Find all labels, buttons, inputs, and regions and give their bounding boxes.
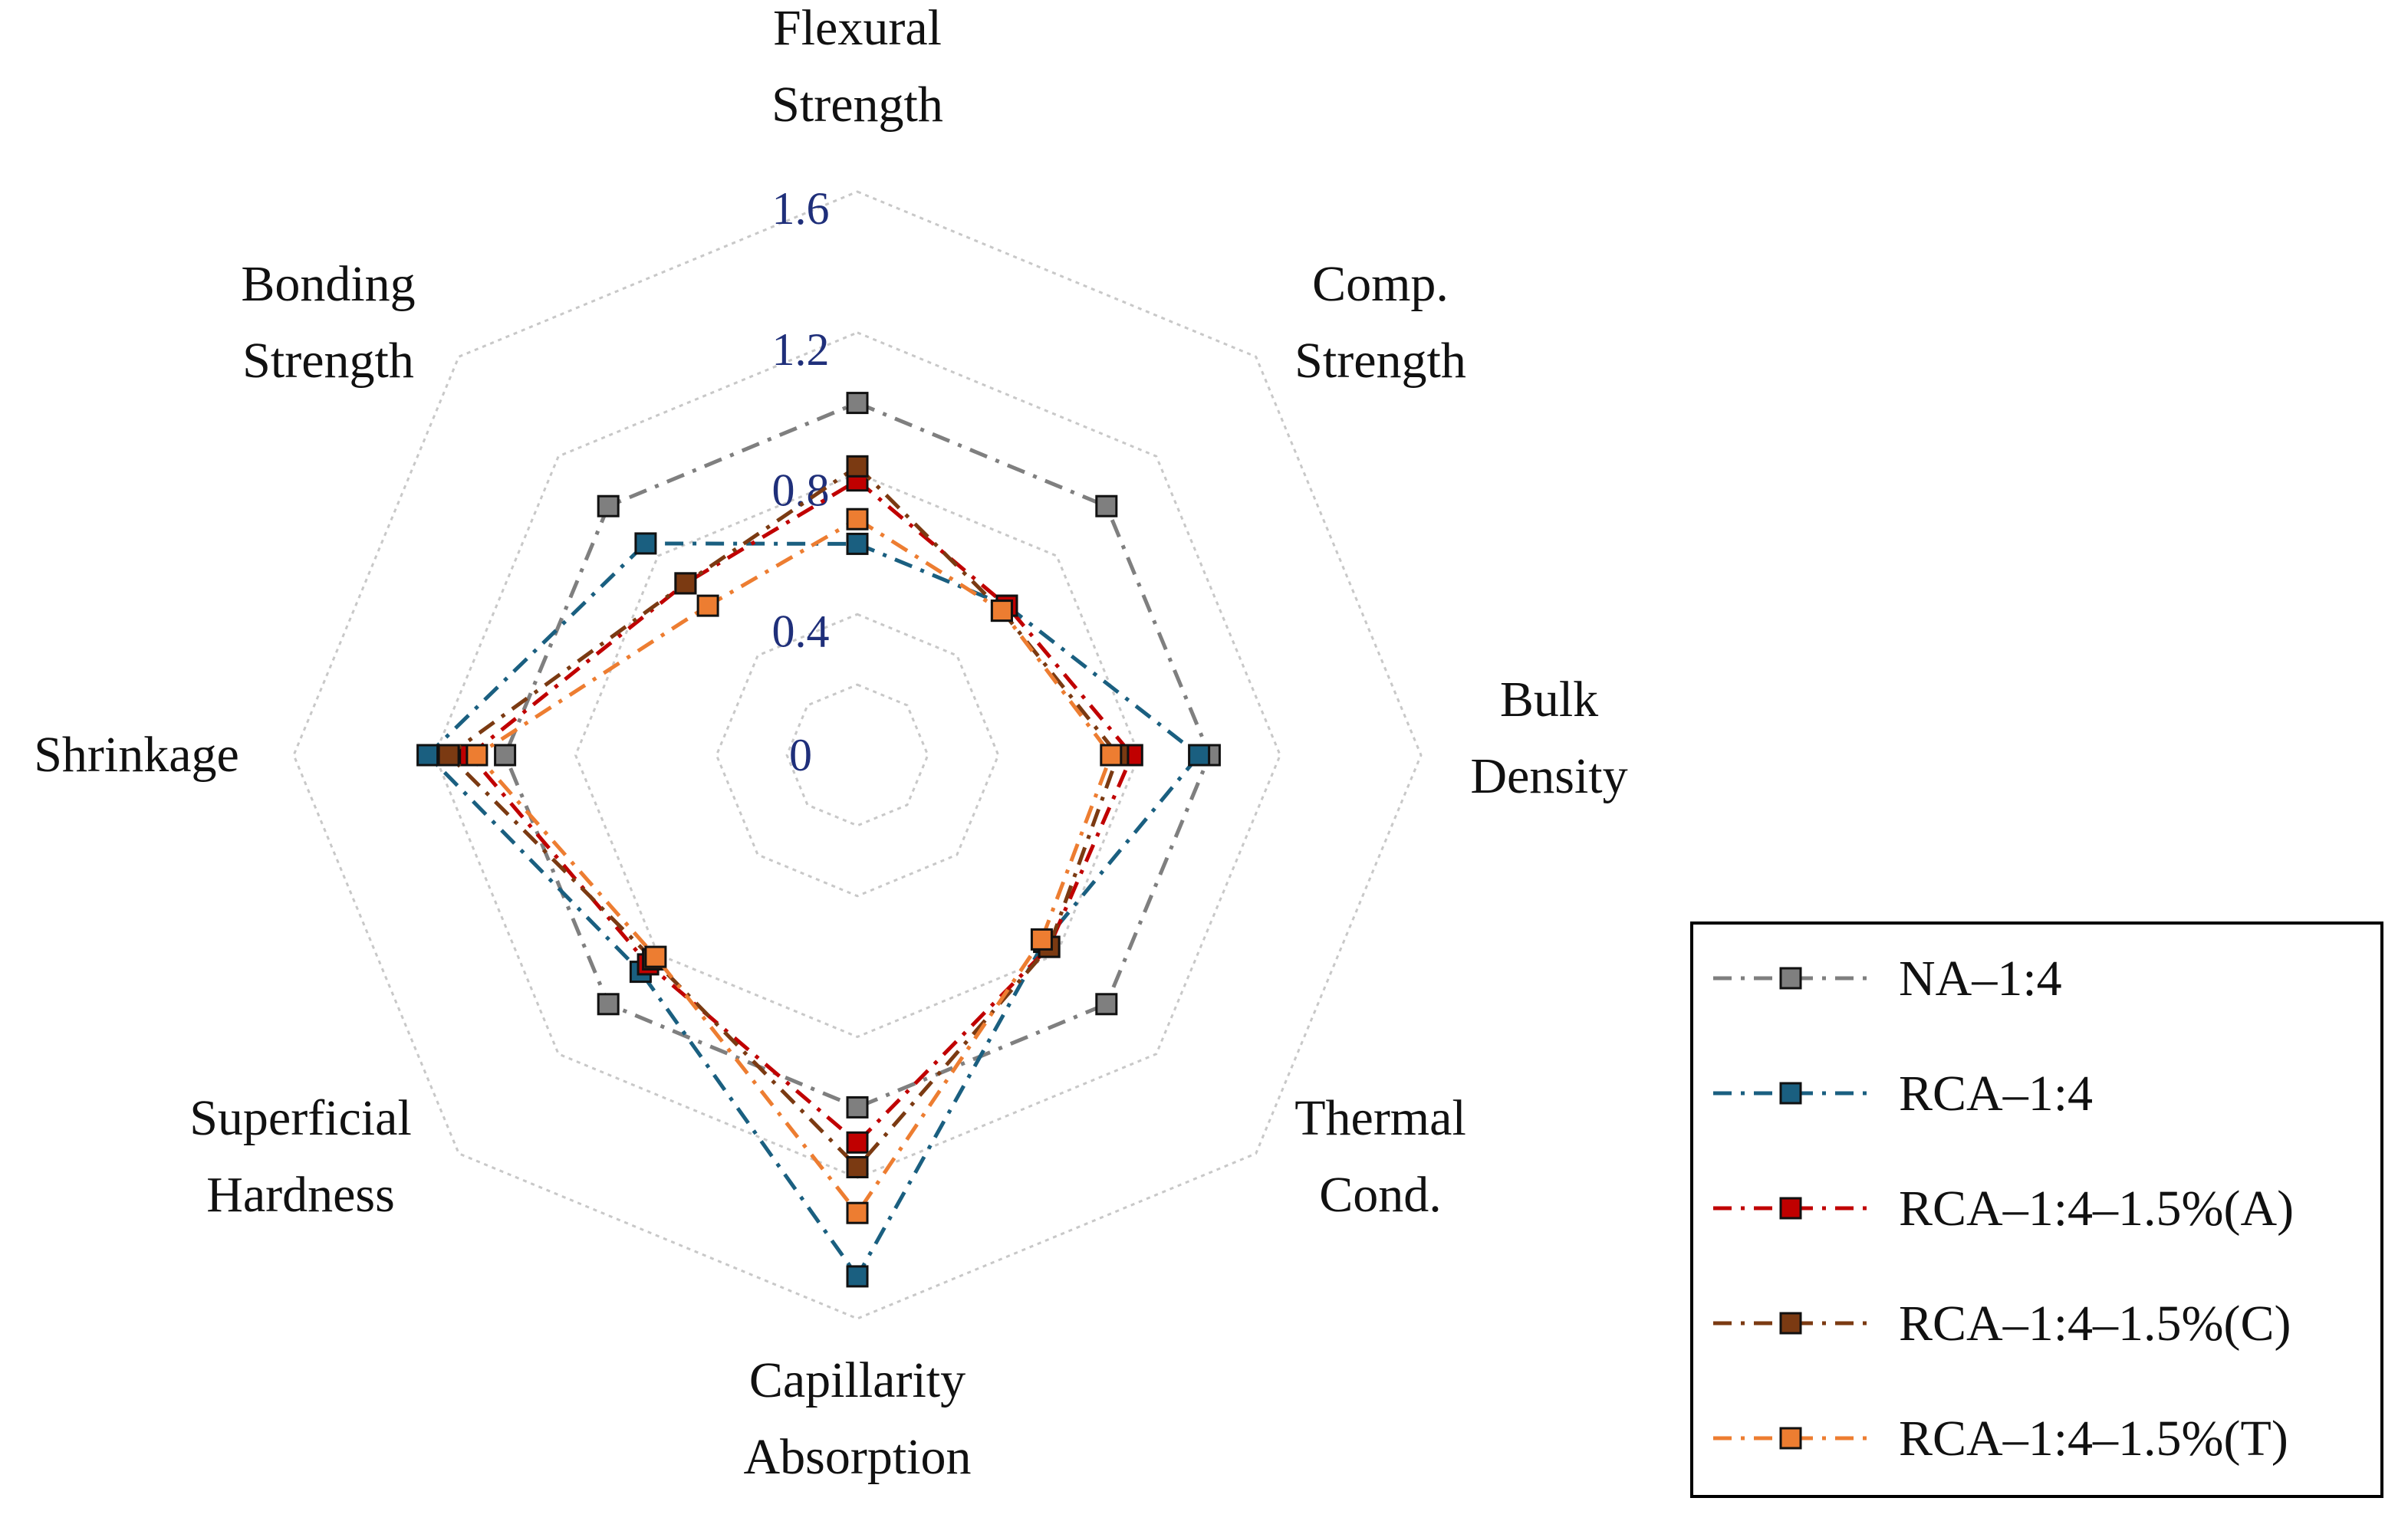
series-0-point-4: [846, 1096, 869, 1119]
grid-ring-1: [715, 613, 1000, 898]
axis-label-1-line-0: Comp.: [1312, 256, 1449, 312]
legend-label-0: NA–1:4: [1899, 951, 2062, 1007]
axis-label-1-line-1: Strength: [1294, 333, 1466, 389]
series-0-point-5: [597, 993, 620, 1016]
tick-label-4: 1.6: [772, 183, 830, 234]
series-4-point-2: [1100, 744, 1123, 767]
series-2-point-4: [846, 1131, 869, 1154]
series-4-point-0: [846, 508, 869, 531]
series-3-point-7: [674, 572, 697, 595]
legend-label-1: RCA–1:4: [1899, 1066, 2093, 1122]
series-4-point-6: [465, 744, 489, 767]
legend-marker-0: [1779, 967, 1802, 990]
tick-label-0: 0: [789, 730, 812, 780]
series-0-point-0: [846, 392, 869, 415]
axis-label-0-line-0: Flexural: [773, 0, 942, 56]
grid-ring-2: [574, 471, 1141, 1039]
axis-labels: FlexuralStrengthComp.StrengthBulkDensity…: [34, 0, 1627, 1485]
axis-label-3-line-0: Thermal: [1294, 1090, 1466, 1146]
axis-label-7-line-1: Strength: [242, 333, 414, 389]
data-series: [416, 392, 1221, 1288]
series-4-point-1: [990, 600, 1013, 623]
series-line-3: [446, 464, 1120, 1171]
axis-label-2-line-1: Density: [1470, 748, 1627, 804]
series-0-point-7: [597, 494, 620, 517]
series-1-point-0: [846, 532, 869, 555]
series-3-point-6: [437, 744, 460, 767]
radial-tick-labels: 00.40.81.21.6: [772, 183, 830, 780]
legend-marker-2: [1779, 1197, 1802, 1220]
axis-label-6-line-0: Shrinkage: [34, 727, 239, 783]
series-line-0: [502, 400, 1212, 1110]
series-3-point-4: [846, 1156, 869, 1178]
axis-label-5-line-0: Superficial: [189, 1090, 412, 1146]
series-0-point-1: [1095, 494, 1118, 517]
axis-label-2-line-0: Bulk: [1500, 672, 1598, 728]
legend-label-4: RCA–1:4–1.5%(T): [1899, 1411, 2288, 1467]
axis-label-4-line-0: Capillarity: [749, 1352, 966, 1408]
series-0-point-6: [494, 744, 517, 767]
series-1-point-2: [1188, 744, 1211, 767]
series-1-point-6: [416, 744, 439, 767]
series-3-point-0: [846, 455, 869, 478]
grid-ring-4: [292, 190, 1423, 1320]
series-4-point-5: [644, 945, 667, 968]
series-1-point-7: [634, 532, 657, 555]
tick-label-3: 1.2: [772, 324, 830, 375]
series-4-point-3: [1030, 928, 1053, 951]
series-4-point-7: [696, 594, 719, 617]
axis-label-5-line-1: Hardness: [206, 1167, 395, 1223]
axis-label-3-line-1: Cond.: [1319, 1167, 1442, 1223]
series-line-4: [474, 517, 1114, 1217]
legend-marker-1: [1779, 1082, 1802, 1105]
axis-label-0-line-1: Strength: [771, 77, 943, 133]
legend-marker-4: [1779, 1427, 1802, 1450]
axis-label-7-line-0: Bonding: [241, 256, 415, 312]
series-line-2: [467, 478, 1135, 1145]
series-1-point-4: [846, 1265, 869, 1288]
legend-marker-3: [1779, 1312, 1802, 1335]
legend-label-2: RCA–1:4–1.5%(A): [1899, 1181, 2294, 1237]
series-0-point-3: [1095, 993, 1118, 1016]
tick-label-1: 0.4: [772, 606, 830, 656]
legend-label-3: RCA–1:4–1.5%(C): [1899, 1296, 2291, 1352]
axis-label-4-line-1: Absorption: [744, 1429, 972, 1485]
series-4-point-4: [846, 1201, 869, 1224]
